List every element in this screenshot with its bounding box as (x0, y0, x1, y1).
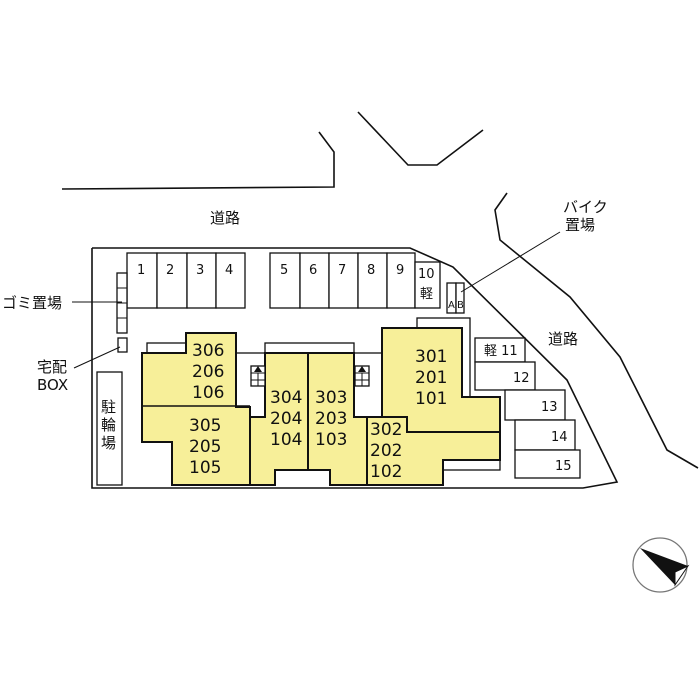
north-arrow-icon (632, 537, 690, 593)
unit-206: 206 (192, 362, 224, 382)
parking-space-11: 軽 11 (484, 344, 518, 359)
parking-space-10-kei: 軽 (420, 287, 433, 302)
unit-302: 302 (370, 420, 402, 440)
parking-space-7: 7 (338, 263, 346, 278)
delivery-box-label: 宅配 (37, 358, 67, 376)
bicycle-parking-label: 駐 (101, 398, 116, 416)
unit-306: 306 (192, 341, 224, 361)
unit-205: 205 (189, 437, 221, 457)
bike-slot-a: A (448, 300, 455, 311)
unit-303: 303 (315, 388, 347, 408)
road-label-top: 道路 (210, 209, 240, 227)
unit-106: 106 (192, 383, 224, 403)
road-edge (494, 192, 699, 469)
unit-labels-301: 301 201 101 (415, 347, 447, 409)
road-edge (357, 111, 484, 166)
parking-space-2: 2 (166, 263, 174, 278)
road-edge (61, 131, 335, 190)
bicycle-parking (96, 371, 123, 486)
parking-space-10: 10 (418, 267, 435, 282)
stairs-icon (250, 365, 266, 387)
balcony (264, 342, 355, 354)
bicycle-parking-label-2: 輪 (101, 416, 116, 434)
unit-102: 102 (370, 462, 402, 482)
bike-parking-label-2: 置場 (565, 216, 595, 234)
parking-space-4: 4 (225, 263, 233, 278)
parking-space-13: 13 (541, 400, 558, 415)
delivery-leader-line (73, 346, 121, 369)
parking-space-9: 9 (396, 263, 404, 278)
unit-104: 104 (270, 430, 302, 450)
stairs-icon (354, 365, 370, 387)
bike-parking-label: バイク (563, 198, 608, 216)
unit-labels-305: 305 205 105 (189, 416, 221, 478)
parking-space-1: 1 (137, 263, 145, 278)
bike-slots: A B (446, 282, 465, 314)
unit-201: 201 (415, 368, 447, 388)
bicycle-parking-label-3: 場 (101, 434, 116, 452)
garbage-area (72, 272, 128, 334)
unit-202: 202 (370, 441, 402, 461)
parking-space-8: 8 (367, 263, 375, 278)
unit-105: 105 (189, 458, 221, 478)
balcony (442, 459, 501, 471)
bike-leader-line (460, 231, 561, 293)
road-label-right: 道路 (548, 330, 578, 348)
unit-304: 304 (270, 388, 302, 408)
unit-305: 305 (189, 416, 221, 436)
unit-203: 203 (315, 409, 347, 429)
unit-labels-304: 304 204 104 (270, 388, 302, 450)
delivery-box (117, 337, 128, 353)
parking-space-6: 6 (309, 263, 317, 278)
unit-labels-303: 303 203 103 (315, 388, 347, 450)
unit-labels-306: 306 206 106 (192, 341, 224, 403)
parking-space-3: 3 (196, 263, 204, 278)
unit-103: 103 (315, 430, 347, 450)
unit-204: 204 (270, 409, 302, 429)
delivery-box-label-2: BOX (37, 376, 68, 394)
unit-block-301-302[interactable] (366, 327, 501, 486)
unit-301: 301 (415, 347, 447, 367)
parking-space-12: 12 (513, 371, 530, 386)
bike-slot-b: B (457, 300, 464, 311)
garbage-label: ゴミ置場 (2, 294, 62, 312)
balcony (146, 342, 188, 354)
parking-space-15: 15 (555, 459, 572, 474)
unit-labels-302: 302 202 102 (370, 420, 402, 482)
site-boundary (91, 247, 619, 489)
unit-block-306-305[interactable] (141, 332, 251, 486)
parking-space-14: 14 (551, 430, 568, 445)
parking-group-1-4: 1 2 3 4 (126, 252, 246, 309)
unit-101: 101 (415, 389, 447, 409)
parking-group-11-15: 軽 11 12 13 14 15 (474, 337, 581, 479)
parking-space-5: 5 (280, 263, 288, 278)
parking-group-5-10: 5 6 7 8 9 10 軽 (269, 252, 441, 309)
